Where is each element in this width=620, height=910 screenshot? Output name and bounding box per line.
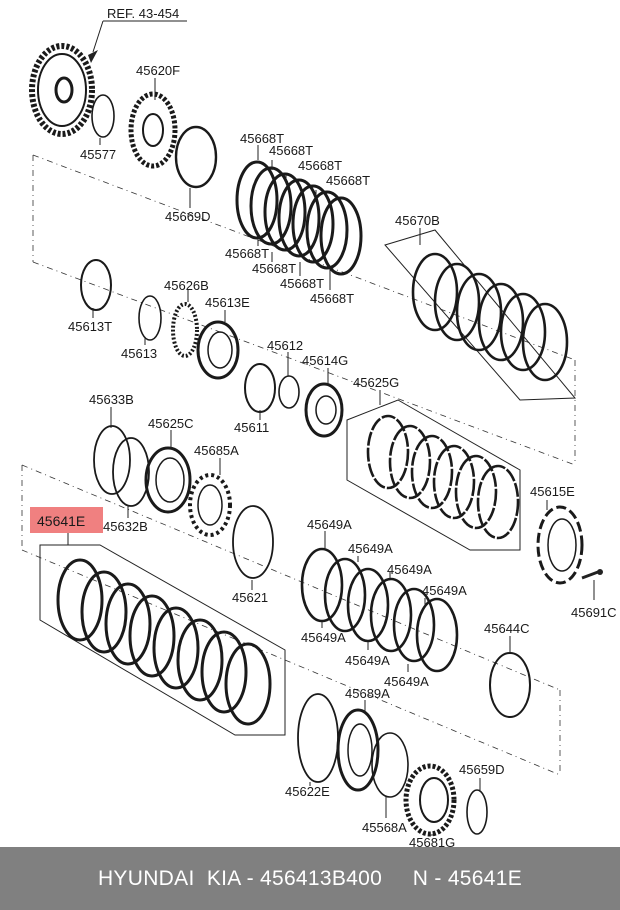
part-label-45649A: 45649A [345, 653, 390, 668]
bolt-45691C [581, 569, 603, 580]
part-label-45668T: 45668T [240, 131, 284, 146]
seal-45568A [371, 732, 409, 798]
part-label-45649A: 45649A [384, 674, 429, 689]
gear-part [29, 43, 95, 137]
highlight-box [30, 507, 103, 533]
part-label-45681G: 45681G [409, 835, 455, 847]
part-label-45614G: 45614G [302, 353, 348, 368]
snap-ring-45613T [80, 259, 112, 311]
part-label-45613E: 45613E [205, 295, 250, 310]
snap-ring-45633B [93, 425, 131, 495]
part-label-45668T: 45668T [310, 291, 354, 306]
ring-45621 [232, 505, 274, 579]
part-label-45611: 45611 [234, 420, 269, 435]
part-label-45659D: 45659D [459, 762, 505, 777]
part-label-45670B: 45670B [395, 213, 440, 228]
group-box-45625G [346, 399, 521, 551]
reference-label: REF. 43-454 [107, 6, 179, 21]
part-label-45669D: 45669D [165, 209, 211, 224]
part-label-45620F: 45620F [136, 63, 180, 78]
part-label-45649A: 45649A [422, 583, 467, 598]
part-label-45668T: 45668T [298, 158, 342, 173]
part-label-45626B: 45626B [164, 278, 209, 293]
part-label-45691C: 45691C [571, 605, 617, 620]
ring-45611 [244, 363, 276, 413]
clutch-plate-stack-45668T [235, 160, 363, 276]
footer-text: HYUNDAI KIA - 456413B400 N - 45641E [97, 866, 523, 890]
part-label-45613: 45613 [121, 346, 157, 361]
part-label-45649A: 45649A [307, 517, 352, 532]
part-label-45644C: 45644C [484, 621, 530, 636]
part-label-45577: 45577 [80, 147, 116, 162]
part-label-45625G: 45625G [353, 375, 399, 390]
part-label-45689A: 45689A [345, 686, 390, 701]
clutch-plate-stack-45641E [56, 558, 272, 726]
exploded-parts-diagram: REF. 43-454 45620F 45577 45669D 45668T 4… [21, 6, 617, 847]
part-label-45649A: 45649A [387, 562, 432, 577]
ring-part-45577 [91, 94, 115, 138]
ring-45622E [297, 693, 339, 783]
part-label-45632B: 45632B [103, 519, 148, 534]
snap-ring-45613 [138, 295, 162, 341]
snap-ring-part [174, 125, 218, 189]
part-label-45649A: 45649A [348, 541, 393, 556]
part-label-45668T: 45668T [225, 246, 269, 261]
part-number-footer: HYUNDAI KIA - 456413B400 N - 45641E [0, 847, 620, 910]
part-label-45613T: 45613T [68, 319, 112, 334]
part-label-45668T: 45668T [269, 143, 313, 158]
bearing-45626B [171, 302, 199, 358]
clutch-plate-stack-45649A [300, 547, 459, 673]
hub-45613E [196, 320, 240, 380]
piston-45689A [336, 708, 380, 792]
clutch-plate-stack-45670B [411, 252, 569, 382]
part-label-45612: 45612 [267, 338, 303, 353]
sun-gear-part [128, 91, 178, 169]
piston-45625C [144, 446, 192, 514]
highlighted-part-45641E: 45641E [30, 507, 103, 533]
ring-45632B [112, 437, 150, 507]
part-label-45668T: 45668T [280, 276, 324, 291]
ring-45612 [278, 375, 300, 409]
leader-lines [67, 20, 595, 836]
group-box-45641E [39, 544, 286, 736]
retainer-45615E [536, 505, 584, 585]
part-label-45621: 45621 [232, 590, 268, 605]
part-label-45633B: 45633B [89, 392, 134, 407]
spring-45685A [188, 473, 232, 537]
part-label-45615E: 45615E [530, 484, 575, 499]
part-label-45668T: 45668T [252, 261, 296, 276]
ring-45644C [489, 652, 531, 718]
part-label-45625C: 45625C [148, 416, 194, 431]
clutch-plate-stack-45625G [366, 414, 520, 540]
part-label-45685A: 45685A [194, 443, 239, 458]
plate-45614G [304, 382, 344, 438]
part-label-45622E: 45622E [285, 784, 330, 799]
part-label-45568A: 45568A [362, 820, 407, 835]
part-label-45668T: 45668T [326, 173, 370, 188]
part-label-45641E: 45641E [37, 513, 85, 529]
snap-ring-45659D [466, 789, 488, 835]
drum-45681G [403, 763, 457, 837]
part-label-45649A: 45649A [301, 630, 346, 645]
